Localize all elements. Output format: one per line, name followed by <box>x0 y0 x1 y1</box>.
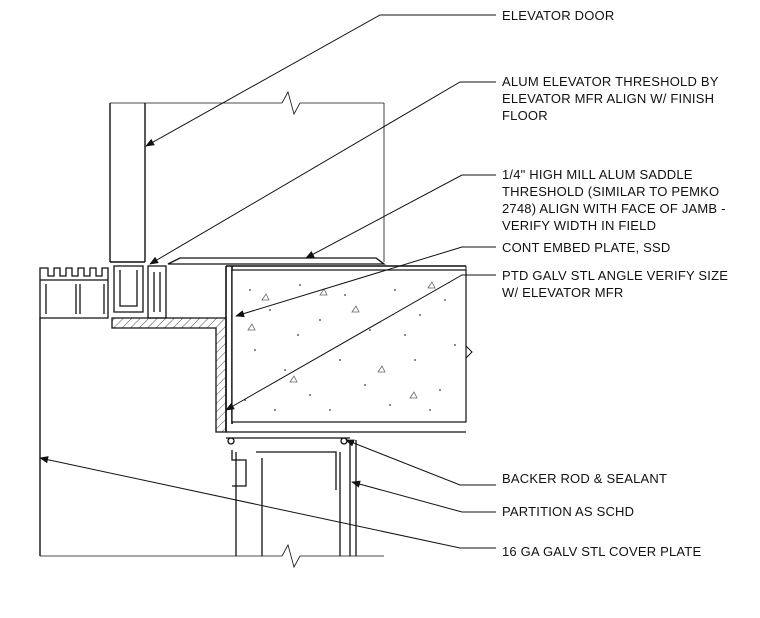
callout-elevator-door: ELEVATOR DOOR <box>502 7 614 24</box>
callout-embed-plate: CONT EMBED PLATE, SSD <box>502 239 670 256</box>
callout-line: 1/4" HIGH MILL ALUM SADDLE <box>502 167 693 182</box>
callout-line: W/ ELEVATOR MFR <box>502 285 624 300</box>
callout-line: VERIFY WIDTH IN FIELD <box>502 218 657 233</box>
callout-line: 16 GA GALV STL COVER PLATE <box>502 544 702 559</box>
callout-galv-angle: PTD GALV STL ANGLE VERIFY SIZE W/ ELEVAT… <box>502 267 728 301</box>
leader-elevator-door <box>145 14 496 147</box>
leader-saddle-threshold <box>305 174 496 259</box>
callout-line: 2748) ALIGN WITH FACE OF JAMB - <box>502 201 726 216</box>
callout-cover-plate: 16 GA GALV STL COVER PLATE <box>502 543 701 560</box>
leader-alum-threshold <box>149 81 496 265</box>
callout-line: ELEVATOR MFR ALIGN W/ FINISH <box>502 91 715 106</box>
callout-partition: PARTITION AS SCHD <box>502 503 634 520</box>
callout-line: THRESHOLD (SIMILAR TO PEMKO <box>502 184 720 199</box>
leader-backer-rod <box>345 439 496 486</box>
callout-line: CONT EMBED PLATE, SSD <box>502 240 671 255</box>
leader-lines <box>39 14 496 549</box>
callout-line: ELEVATOR DOOR <box>502 8 615 23</box>
partition <box>226 431 466 569</box>
galv-steel-angle <box>111 317 227 433</box>
leader-galv-angle <box>225 274 496 411</box>
callout-backer-rod: BACKER ROD & SEALANT <box>502 470 667 487</box>
callout-line: FLOOR <box>502 108 548 123</box>
elevator-door <box>109 90 385 263</box>
leader-partition <box>351 480 496 513</box>
saddle-threshold <box>167 257 386 265</box>
leader-embed-plate <box>235 246 496 318</box>
callout-line: ALUM ELEVATOR THRESHOLD BY <box>502 74 719 89</box>
leader-cover-plate <box>39 456 496 549</box>
callout-line: PARTITION AS SCHD <box>502 504 635 519</box>
callout-line: BACKER ROD & SEALANT <box>502 471 668 486</box>
callout-alum-threshold: ALUM ELEVATOR THRESHOLD BY ELEVATOR MFR … <box>502 73 719 124</box>
callout-line: PTD GALV STL ANGLE VERIFY SIZE <box>502 268 729 283</box>
callout-saddle-threshold: 1/4" HIGH MILL ALUM SADDLE THRESHOLD (SI… <box>502 166 726 234</box>
